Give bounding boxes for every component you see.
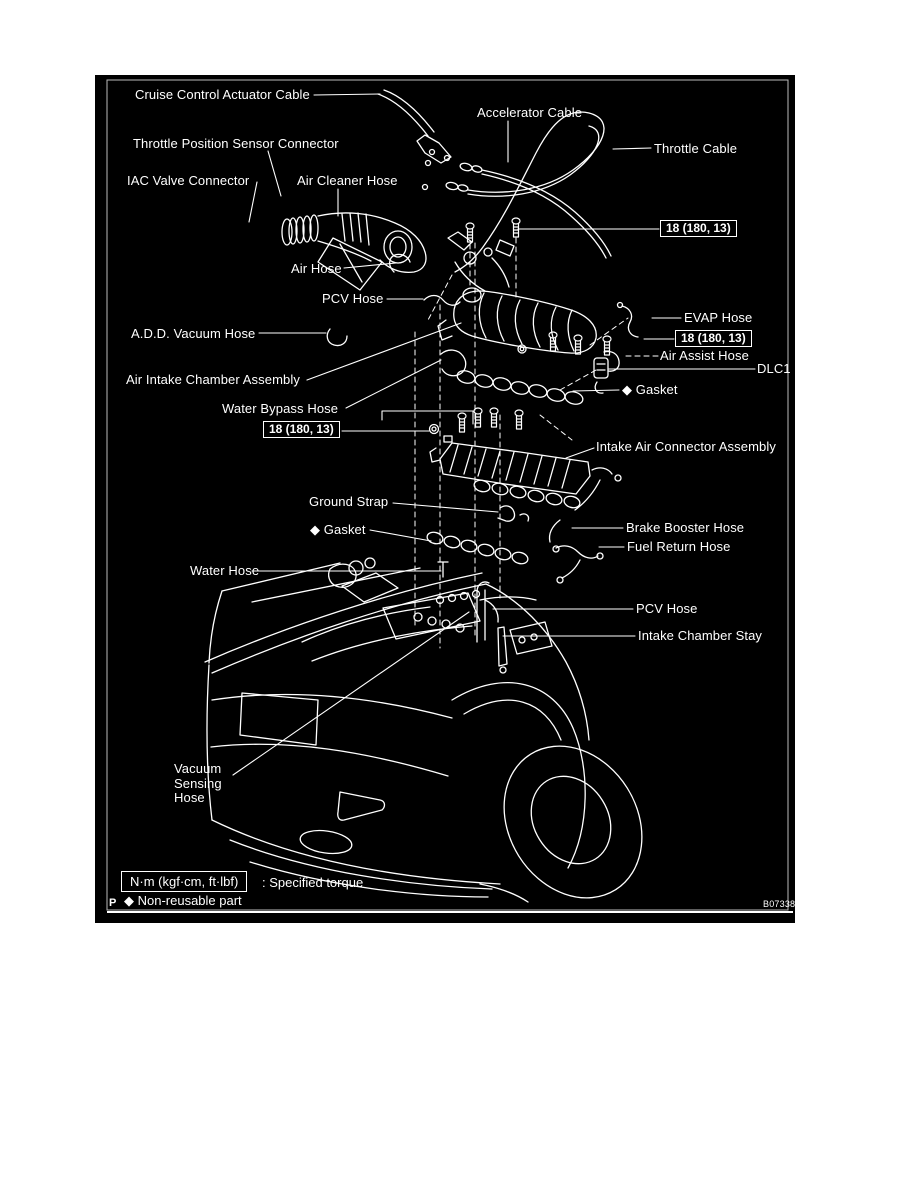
non-reusable-legend: ◆ Non-reusable part <box>124 893 242 908</box>
label-water-bypass-hose: Water Bypass Hose <box>222 401 339 416</box>
air-cleaner-hose-art <box>281 212 427 291</box>
label-add-vacuum-hose: A.D.D. Vacuum Hose <box>131 326 256 341</box>
torque-spec-box-right: 18 (180, 13) <box>675 330 752 347</box>
label-intake-air-connector-assembly: Intake Air Connector Assembly <box>596 439 776 454</box>
label-vacuum-sensing-hose: Vacuum Sensing Hose <box>174 761 222 806</box>
diagram-panel <box>95 75 795 923</box>
label-evap-hose: EVAP Hose <box>684 310 753 325</box>
label-fuel-return-hose: Fuel Return Hose <box>627 539 731 554</box>
label-throttle-position-sensor-connector: Throttle Position Sensor Connector <box>133 136 339 151</box>
corner-page-marker: P <box>109 897 117 909</box>
label-dlc1: DLC1 <box>757 361 791 376</box>
label-pcv-hose-lower: PCV Hose <box>636 601 698 616</box>
dlc1-part <box>593 357 609 379</box>
label-air-assist-hose: Air Assist Hose <box>660 348 749 363</box>
evap-hose-part <box>621 305 639 338</box>
water-bypass-hose-part <box>440 349 467 377</box>
label-ground-strap: Ground Strap <box>309 494 389 509</box>
leader-lines <box>232 93 756 776</box>
air-assist-hose-part <box>603 350 620 372</box>
alignment-dashes <box>414 237 629 649</box>
gasket-upper-art <box>456 370 584 405</box>
brake-booster-hose-part <box>574 479 601 511</box>
label-intake-chamber-stay: Intake Chamber Stay <box>638 628 763 643</box>
label-gasket-lower: ◆ Gasket <box>310 522 366 537</box>
pcv-pipe-part <box>476 589 486 643</box>
label-air-intake-chamber-assembly: Air Intake Chamber Assembly <box>126 372 300 387</box>
label-iac-valve-connector: IAC Valve Connector <box>127 173 250 188</box>
exploded-view-art <box>106 79 793 913</box>
add-vacuum-hose-part <box>326 328 348 347</box>
label-air-hose: Air Hose <box>291 261 342 276</box>
label-pcv-hose-upper: PCV Hose <box>322 291 384 306</box>
small-hose-parts-art <box>326 253 639 394</box>
label-water-hose: Water Hose <box>190 563 260 578</box>
torque-spec-box-middle: 18 (180, 13) <box>263 421 340 438</box>
ground-strap-part <box>497 505 516 522</box>
label-accelerator-cable: Accelerator Cable <box>477 105 583 120</box>
label-air-cleaner-hose: Air Cleaner Hose <box>297 173 398 188</box>
label-gasket-upper: ◆ Gasket <box>622 382 678 397</box>
label-brake-booster-hose: Brake Booster Hose <box>626 520 745 535</box>
cables-art <box>377 89 612 273</box>
torque-legend-text: : Specified torque <box>262 875 364 890</box>
label-throttle-cable: Throttle Cable <box>654 141 738 156</box>
pcv-hose-part-upper <box>423 294 461 306</box>
panel-frame <box>106 79 793 913</box>
air-hose-part <box>388 253 411 273</box>
intake-chamber-stay-part <box>497 626 508 667</box>
torque-spec-box-top: 18 (180, 13) <box>660 220 737 237</box>
figure-code: B07338 <box>763 899 796 909</box>
intake-air-connector-art <box>429 435 591 509</box>
torque-legend-box: N·m (kgf·cm, ft·lbf) <box>121 871 248 892</box>
label-cruise-control-actuator-cable: Cruise Control Actuator Cable <box>135 87 310 102</box>
bolts-art <box>428 217 612 435</box>
intake-chamber-art <box>437 290 597 354</box>
gasket-lower-art <box>426 531 529 565</box>
truck-art <box>204 557 643 903</box>
fuel-return-hose-part <box>555 545 599 559</box>
